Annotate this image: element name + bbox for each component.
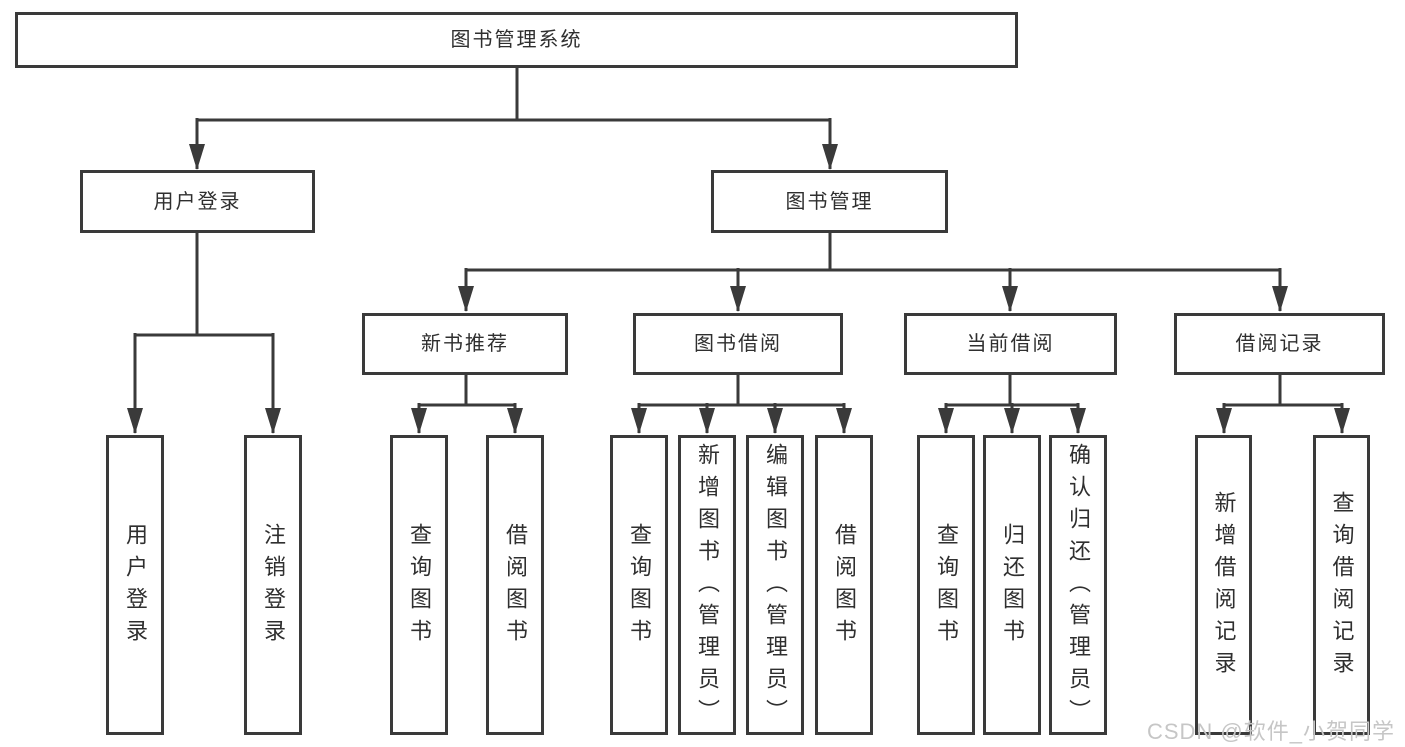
leaf-records-add-record: 新增借阅记录 [1195,435,1252,735]
node-current-borrow: 当前借阅 [904,313,1117,375]
leaf-borrow-add-books-admin: 新增图书（管理员） [678,435,736,735]
leaf-current-confirm-return-admin: 确认归还（管理员） [1049,435,1107,735]
leaf-newbook-borrow-books: 借阅图书 [486,435,544,735]
connector-book-management-branch [458,233,1288,312]
leaf-logout: 注销登录 [244,435,302,735]
csdn-watermark: CSDN @软件_小贺同学 [1146,719,1395,744]
node-book-borrow: 图书借阅 [633,313,843,375]
leaf-current-query-books: 查询图书 [917,435,975,735]
leaf-borrow-query-books: 查询图书 [610,435,668,735]
connector-new-book-branch [411,375,523,434]
leaf-user-login: 用户登录 [106,435,164,735]
leaf-records-query-record: 查询借阅记录 [1313,435,1370,735]
connector-borrow-records-branch [1216,375,1350,434]
connector-current-borrow-branch [938,375,1086,434]
node-root-library-system: 图书管理系统 [15,12,1018,68]
node-book-management: 图书管理 [711,170,948,233]
connector-user-login-branch [127,233,281,434]
node-user-login: 用户登录 [80,170,315,233]
leaf-newbook-query-books: 查询图书 [390,435,448,735]
leaf-borrow-borrow-books: 借阅图书 [815,435,873,735]
leaf-current-return-books: 归还图书 [983,435,1041,735]
node-borrow-records: 借阅记录 [1174,313,1385,375]
connector-book-borrow-branch [631,375,852,434]
node-new-book-recommend: 新书推荐 [362,313,568,375]
leaf-borrow-edit-books-admin: 编辑图书（管理员） [746,435,804,735]
connector-root-to-level2 [189,68,838,170]
